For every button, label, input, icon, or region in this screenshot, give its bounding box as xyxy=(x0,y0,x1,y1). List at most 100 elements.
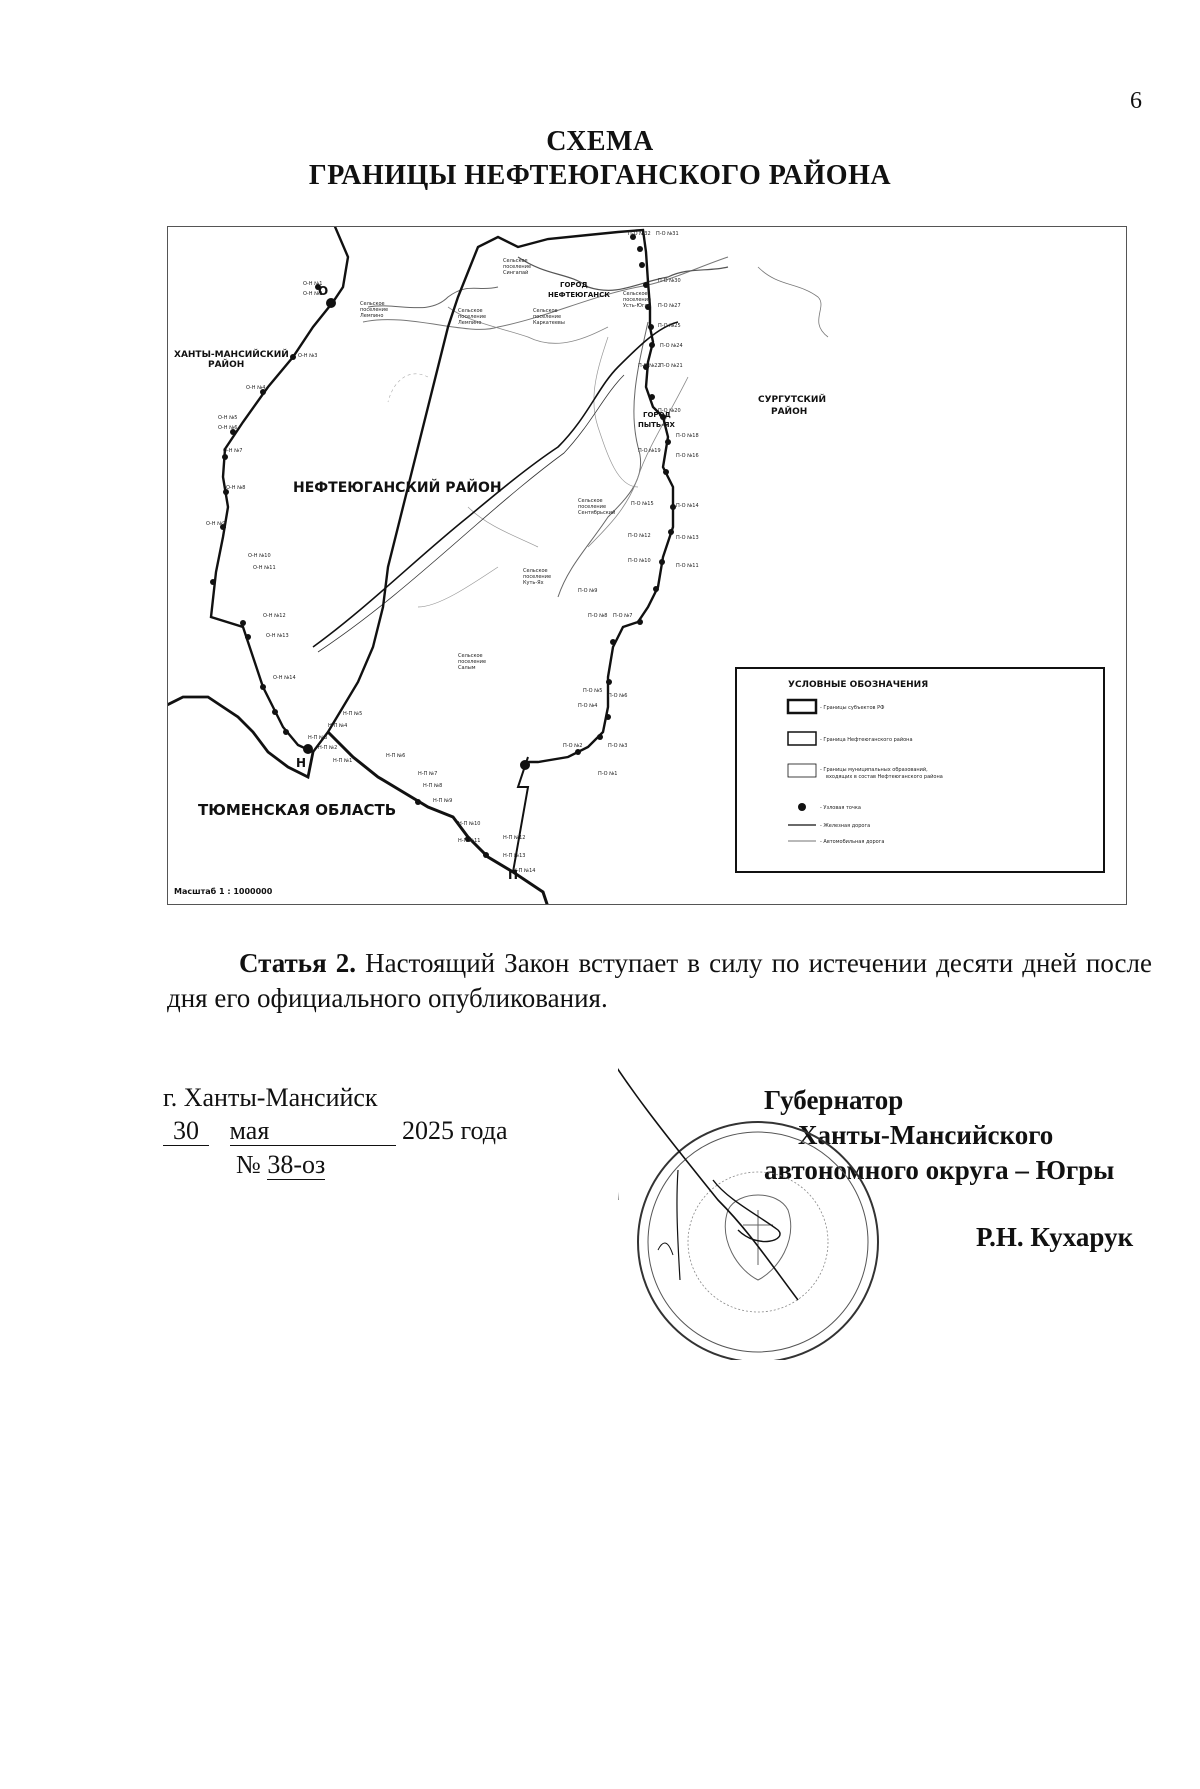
governor-title-1: Губернатор xyxy=(764,1085,904,1115)
svg-text:поселение: поселение xyxy=(458,314,486,320)
svg-text:П-О №3: П-О №3 xyxy=(608,743,627,749)
svg-text:П-О №7: П-О №7 xyxy=(613,613,632,619)
svg-text:О-Н №3: О-Н №3 xyxy=(298,353,317,359)
svg-text:П-О №30: П-О №30 xyxy=(658,278,681,284)
legend-title: УСЛОВНЫЕ ОБОЗНАЧЕНИЯ xyxy=(788,680,928,690)
svg-text:О-Н №13: О-Н №13 xyxy=(266,633,289,639)
svg-text:Сельское: Сельское xyxy=(458,653,483,659)
svg-text:Н-П №13: Н-П №13 xyxy=(503,853,525,859)
date-month: мая xyxy=(229,1117,396,1146)
svg-text:П-О №21: П-О №21 xyxy=(660,363,683,369)
svg-text:П-О №5: П-О №5 xyxy=(583,688,602,694)
svg-text:Каркатеевы: Каркатеевы xyxy=(533,320,565,326)
svg-text:Н-П №2: Н-П №2 xyxy=(318,745,337,751)
svg-text:Сельское: Сельское xyxy=(360,301,385,307)
svg-text:Н-П №14: Н-П №14 xyxy=(513,868,535,874)
date-day: 30 xyxy=(163,1117,209,1146)
svg-text:О-Н №7: О-Н №7 xyxy=(223,448,242,454)
svg-text:Лемпино: Лемпино xyxy=(360,313,383,319)
svg-text:Н-П №8: Н-П №8 xyxy=(423,783,442,789)
svg-text:Сингапай: Сингапай xyxy=(503,269,528,276)
svg-text:поселение: поселение xyxy=(360,307,388,313)
svg-text:Сельское: Сельское xyxy=(533,308,558,314)
svg-text:О-Н №1: О-Н №1 xyxy=(303,281,322,287)
svg-text:П-О №8: П-О №8 xyxy=(588,613,607,619)
svg-text:О-Н №5: О-Н №5 xyxy=(218,415,237,421)
city-neft-1: ГОРОД xyxy=(560,281,588,289)
svg-text:П-О №31: П-О №31 xyxy=(656,231,679,237)
label-south-region: ТЮМЕНСКАЯ ОБЛАСТЬ xyxy=(198,801,396,819)
svg-text:поселение: поселение xyxy=(533,314,561,320)
svg-text:Н-П №4: Н-П №4 xyxy=(328,723,347,729)
governor-name: Р.Н. Кухарук xyxy=(976,1222,1134,1252)
svg-text:О-Н №12: О-Н №12 xyxy=(263,613,286,619)
svg-text:Сельское: Сельское xyxy=(523,568,548,574)
svg-text:поселение: поселение xyxy=(503,264,531,270)
svg-text:Н-П №10: Н-П №10 xyxy=(458,821,480,827)
svg-text:поселение: поселение xyxy=(523,574,551,580)
city-pyt-2: ПЫТЬ-ЯХ xyxy=(638,421,676,429)
svg-text:поселение: поселение xyxy=(578,504,606,510)
svg-text:поселение: поселение xyxy=(623,297,651,303)
law-number: № 38-оз xyxy=(236,1150,326,1180)
svg-text:Н-П №6: Н-П №6 xyxy=(386,753,405,759)
article-text: Настоящий Закон вступает в силу по истеч… xyxy=(167,948,1152,1013)
svg-text:Салым: Салым xyxy=(458,665,476,671)
svg-text:П-О №22: П-О №22 xyxy=(638,363,661,369)
governor-title-2: Ханты-Мансийского xyxy=(798,1120,1054,1150)
document-title: СХЕМА xyxy=(546,126,654,157)
svg-text:П-О №19: П-О №19 xyxy=(638,448,661,454)
svg-text:П-О №1: П-О №1 xyxy=(598,771,617,777)
node-o-label: О xyxy=(318,284,328,298)
legend-item-3b: входящих в состав Нефтеюганского района xyxy=(826,773,943,780)
svg-text:поселение: поселение xyxy=(458,659,486,665)
legend-item-5: - Железная дорога xyxy=(820,823,870,829)
svg-text:П-О №10: П-О №10 xyxy=(628,558,651,564)
svg-text:П-О №27: П-О №27 xyxy=(658,303,681,309)
number-value: 38-оз xyxy=(267,1150,326,1180)
label-main-district: НЕФТЕЮГАНСКИЙ РАЙОН xyxy=(293,479,502,496)
svg-text:Н-П №9: Н-П №9 xyxy=(433,798,452,804)
legend-item-3: - Границы муниципальных образований, xyxy=(820,766,928,773)
label-west-1: ХАНТЫ-МАНСИЙСКИЙ xyxy=(174,348,289,360)
place-of-signing: г. Ханты-Мансийск xyxy=(163,1083,378,1112)
svg-text:Н-П №11: Н-П №11 xyxy=(458,838,480,844)
svg-text:О-Н №2: О-Н №2 xyxy=(303,291,322,297)
page-number: 6 xyxy=(1130,88,1142,114)
svg-text:Усть-Юган: Усть-Юган xyxy=(623,303,651,309)
svg-text:Н-П №5: Н-П №5 xyxy=(343,711,362,717)
label-east-1: СУРГУТСКИЙ xyxy=(758,393,826,405)
legend-item-6: - Автомобильная дорога xyxy=(820,839,884,845)
svg-text:П-О №24: П-О №24 xyxy=(660,343,683,349)
svg-text:П-О №9: П-О №9 xyxy=(578,588,597,594)
svg-text:Н-П №7: Н-П №7 xyxy=(418,771,437,777)
city-neft-2: НЕФТЕЮГАНСК xyxy=(548,291,610,299)
svg-text:Сельское: Сельское xyxy=(623,291,648,297)
legend-item-1: - Границы субъектов РФ xyxy=(820,705,885,711)
document-subtitle: ГРАНИЦЫ НЕФТЕЮГАНСКОГО РАЙОНА xyxy=(308,160,892,191)
svg-text:О-Н №6: О-Н №6 xyxy=(218,425,237,431)
label-west-2: РАЙОН xyxy=(208,358,244,370)
svg-text:П-О №25: П-О №25 xyxy=(658,323,681,329)
svg-text:Н-П №12: Н-П №12 xyxy=(503,835,525,841)
svg-text:Сельское: Сельское xyxy=(578,498,603,504)
number-prefix: № xyxy=(236,1150,261,1179)
svg-text:Куть-Ях: Куть-Ях xyxy=(523,580,544,586)
label-east-2: РАЙОН xyxy=(771,405,807,417)
svg-text:Лемпино: Лемпино xyxy=(458,320,481,326)
legend-item-4: - Узловая точка xyxy=(820,805,861,811)
svg-text:П-О №20: П-О №20 xyxy=(658,408,681,414)
official-seal-and-signature xyxy=(618,1068,879,1360)
svg-text:Н-П №1: Н-П №1 xyxy=(333,758,352,764)
node-p-label: П xyxy=(508,868,518,882)
svg-text:Н-П №3: Н-П №3 xyxy=(308,735,327,741)
svg-text:П-О №32: П-О №32 xyxy=(628,231,651,237)
svg-text:П-О №11: П-О №11 xyxy=(676,563,699,569)
article-label: Статья 2. xyxy=(239,948,357,978)
city-pyt-1: ГОРОД xyxy=(643,411,671,419)
map-scale: Масштаб 1 : 1000000 xyxy=(174,886,273,896)
svg-text:О-Н №11: О-Н №11 xyxy=(253,565,276,571)
svg-text:О-Н №8: О-Н №8 xyxy=(226,485,245,491)
